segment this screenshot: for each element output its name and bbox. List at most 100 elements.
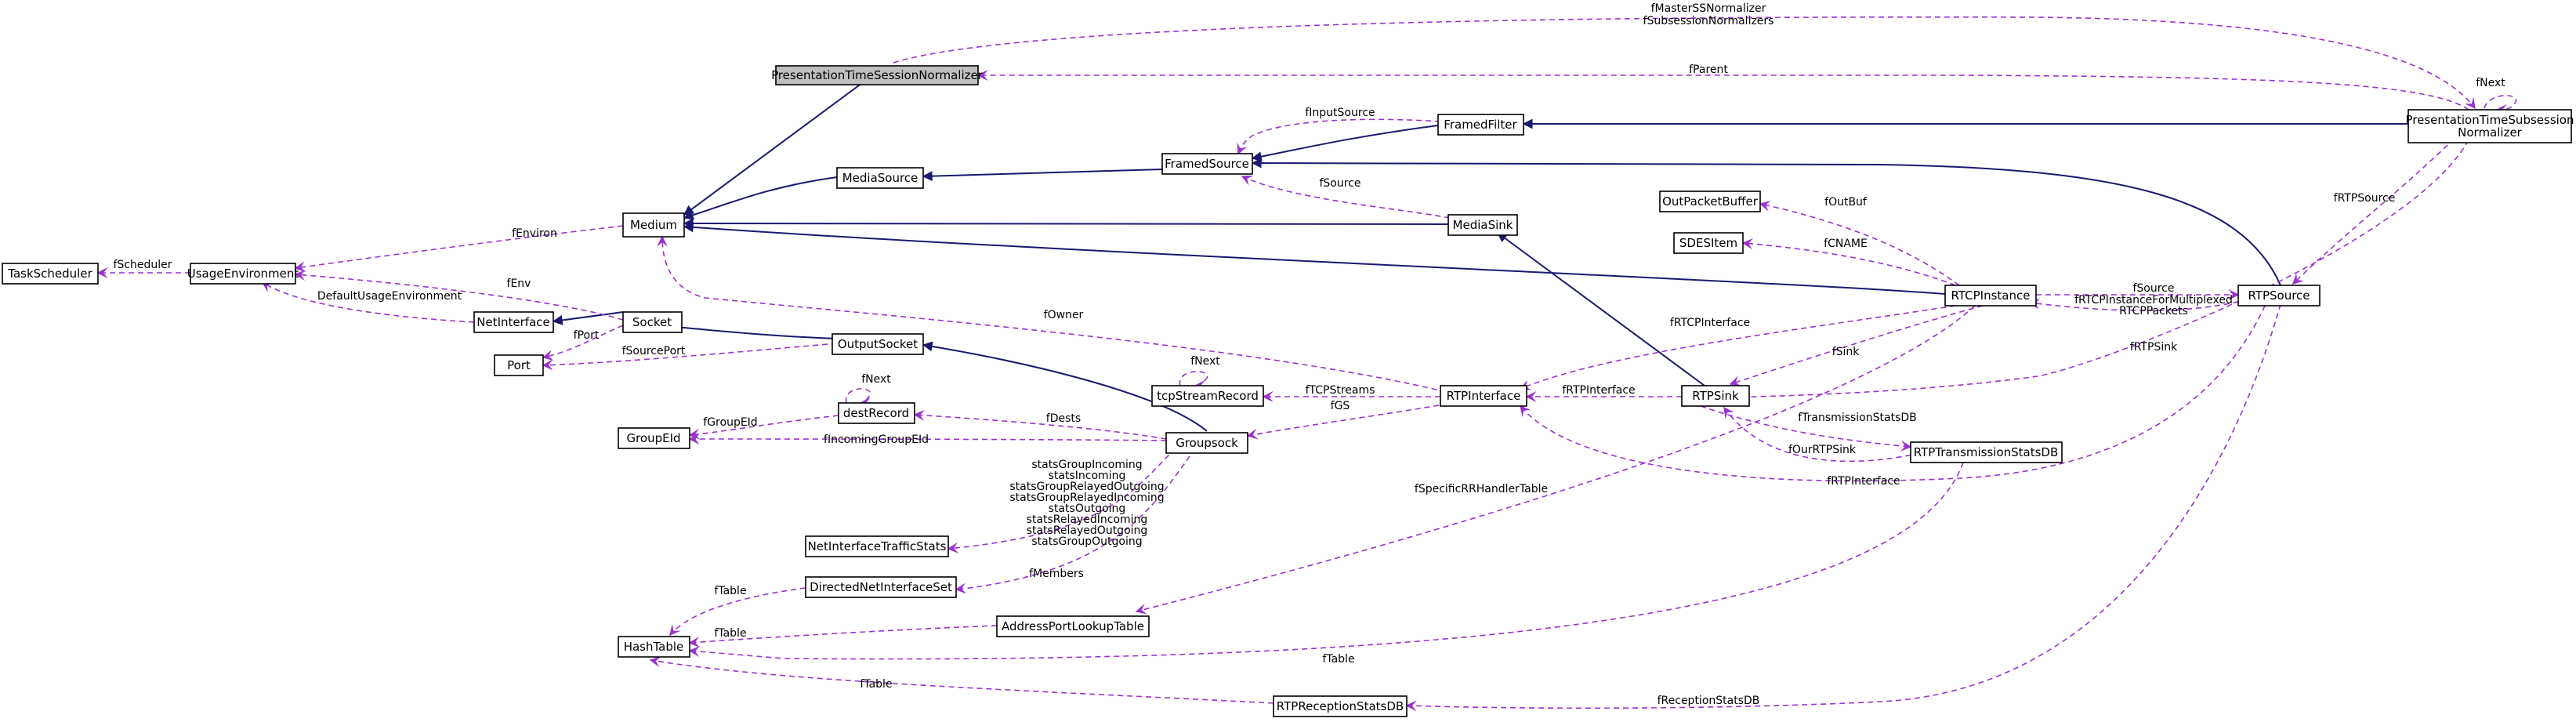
edge-fsink <box>1729 305 1984 386</box>
node-label: Socket <box>632 315 672 329</box>
node-label: MediaSource <box>842 171 918 185</box>
label-ftxstats: fTransmissionStatsDB <box>1798 412 1917 424</box>
node-label: destRecord <box>843 406 909 420</box>
edge-finputsource <box>1237 118 1441 155</box>
label-fenviron: fEnviron <box>512 227 557 240</box>
label-frtpsink: fRTPSink <box>2130 341 2178 354</box>
node-rtp-transmission-stats-db[interactable]: RTPTransmissionStatsDB <box>1910 441 2063 463</box>
node-directed-net-interface-set[interactable]: DirectedNetInterfaceSet <box>805 576 957 598</box>
node-rtp-source[interactable]: RTPSource <box>2237 285 2321 307</box>
edge-fmembers <box>955 448 1196 594</box>
label-frtpsource: fRTPSource <box>2334 192 2396 205</box>
node-sdes-item[interactable]: SDESItem <box>1673 232 1744 254</box>
node-label: tcpStreamRecord <box>1157 389 1259 403</box>
member-edges <box>96 16 2516 712</box>
edge-frtpsink <box>1693 131 2473 404</box>
edge-ptsn-medium <box>683 82 863 216</box>
node-label-line1: PresentationTimeSubsession <box>2406 113 2574 127</box>
edge-master-normalizer <box>893 16 2476 110</box>
node-port[interactable]: Port <box>494 354 544 376</box>
label-frtpinterface-sink: fRTPInterface <box>1562 384 1635 397</box>
node-label: RTCPInstance <box>1951 288 2031 303</box>
node-rtcp-instance[interactable]: RTCPInstance <box>1944 285 2037 307</box>
node-label: GroupEId <box>626 431 680 445</box>
node-label: FramedFilter <box>1444 118 1517 132</box>
label-fenv: fEnv <box>507 278 531 290</box>
label-fourrtpsink: fOurRTPSink <box>1788 444 1857 456</box>
edge-fgroupeid <box>688 415 839 440</box>
edge-ftable-apl <box>688 625 998 648</box>
node-net-interface[interactable]: NetInterface <box>473 311 554 333</box>
node-groupsock[interactable]: Groupsock <box>1165 432 1248 454</box>
label-finputsource: fInputSource <box>1305 107 1375 119</box>
edge-fcname <box>1741 238 1956 286</box>
edge-fdests <box>913 409 1167 440</box>
label-fnext-tcp: fNext <box>1190 355 1220 368</box>
node-out-packet-buffer[interactable]: OutPacketBuffer <box>1659 190 1761 212</box>
label-fowner: fOwner <box>1044 309 1084 321</box>
node-tcp-stream-record[interactable]: tcpStreamRecord <box>1151 385 1264 407</box>
label-ftable-rx: fTable <box>860 678 892 691</box>
node-presentation-time-session-normalizer[interactable]: PresentationTimeSessionNormalizer <box>771 65 984 85</box>
node-framed-source[interactable]: FramedSource <box>1161 153 1253 175</box>
label-fsubsession: fSubsessionNormalizers <box>1643 15 1774 27</box>
label-stats-0: statsGroupIncoming <box>1031 459 1142 471</box>
node-task-scheduler[interactable]: TaskScheduler <box>2 263 99 285</box>
edge-fnext-ptssn <box>2484 95 2516 115</box>
edge-fgs <box>1246 403 1449 440</box>
label-fsourceport: fSourcePort <box>622 345 686 357</box>
label-stats-group: statsGroupIncoming statsIncoming statsGr… <box>1009 459 1164 548</box>
node-output-socket[interactable]: OutputSocket <box>831 333 924 355</box>
node-rtp-reception-stats-db[interactable]: RTPReceptionStatsDB <box>1273 695 1408 717</box>
edge-rtpsink-mediasink <box>1496 232 1705 386</box>
edge-netinterface-socket <box>552 311 624 325</box>
node-label: FramedSource <box>1165 157 1249 171</box>
node-label: TaskScheduler <box>7 267 92 281</box>
node-framed-filter[interactable]: FramedFilter <box>1437 114 1524 136</box>
node-rtp-sink[interactable]: RTPSink <box>1681 385 1750 407</box>
node-label: SDESItem <box>1679 236 1737 250</box>
node-presentation-time-subsession-normalizer[interactable]: PresentationTimeSubsession Normalizer <box>2406 109 2574 143</box>
node-label: RTPTransmissionStatsDB <box>1914 445 2059 459</box>
node-medium[interactable]: Medium <box>622 212 685 238</box>
node-dest-record[interactable]: destRecord <box>838 402 915 424</box>
node-label: NetInterface <box>476 315 550 329</box>
node-label: Medium <box>630 218 677 232</box>
node-media-source[interactable]: MediaSource <box>836 167 924 189</box>
node-media-sink[interactable]: MediaSink <box>1447 214 1518 236</box>
node-usage-environment[interactable]: UsageEnvironment <box>187 263 299 285</box>
edge-fnext-dest <box>846 388 871 408</box>
label-fport: fPort <box>574 329 600 342</box>
label-fgs: fGS <box>1331 400 1350 412</box>
node-rtp-interface[interactable]: RTPInterface <box>1440 385 1527 407</box>
edge-ftable-rx <box>649 656 1274 704</box>
node-label: NetInterfaceTrafficStats <box>808 539 947 553</box>
node-group-eid[interactable]: GroupEId <box>618 427 690 449</box>
edge-fport <box>542 325 624 361</box>
label-stats-2: statsGroupRelayedOutgoing <box>1009 481 1164 493</box>
node-address-port-lookup-table[interactable]: AddressPortLookupTable <box>996 615 1150 637</box>
label-freceptionstats: fReceptionStatsDB <box>1658 695 1760 707</box>
label-fspecific: fSpecificRRHandlerTable <box>1415 483 1548 495</box>
node-label: Port <box>507 358 531 372</box>
label-fincoming: fIncomingGroupEId <box>824 434 929 446</box>
edge-labels: fMasterSSNormalizer fSubsessionNormalize… <box>113 2 2505 707</box>
node-socket[interactable]: Socket <box>622 311 683 333</box>
node-net-interface-traffic-stats[interactable]: NetInterfaceTrafficStats <box>805 535 949 557</box>
edge-fspecific <box>1135 305 1976 615</box>
edge-frtpsource <box>2292 131 2462 285</box>
node-label: RTPSink <box>1692 389 1739 403</box>
node-label: PresentationTimeSessionNormalizer <box>771 68 984 82</box>
label-fmembers: fMembers <box>1029 568 1084 580</box>
edge-rtpsource-framedsource <box>1251 158 2281 286</box>
label-frtcpmux-2: RTCPPackets <box>2119 305 2188 317</box>
node-hash-table[interactable]: HashTable <box>618 636 690 658</box>
label-fparent: fParent <box>1689 63 1728 76</box>
label-fnext-dest: fNext <box>861 373 891 386</box>
label-stats-3: statsGroupRelayedIncoming <box>1009 492 1164 504</box>
edge-framedfilter-framedsource <box>1251 125 1439 162</box>
label-defaultenv: DefaultUsageEnvironment <box>317 290 462 303</box>
label-ftcpstreams: fTCPStreams <box>1306 384 1375 397</box>
edge-freceptionstats <box>1405 303 2281 712</box>
node-label: AddressPortLookupTable <box>1002 619 1144 633</box>
